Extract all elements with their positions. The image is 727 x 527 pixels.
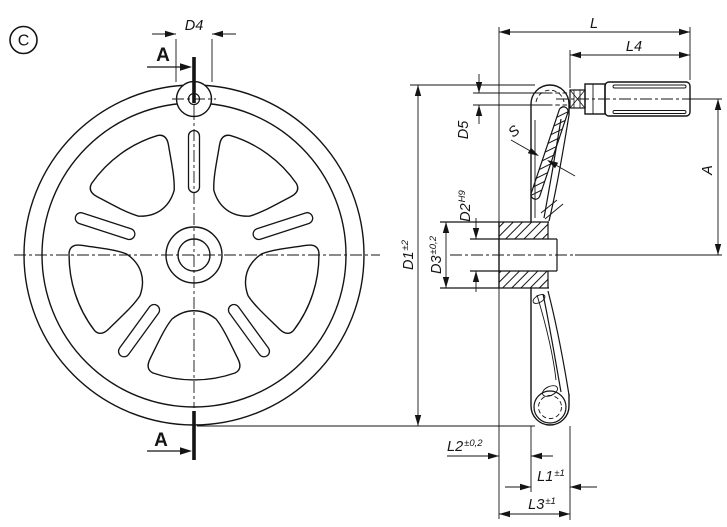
dim-l3: L3±1 [499, 496, 570, 518]
dim-l1: L1±1 [505, 468, 597, 491]
dim-d4: D4 [152, 18, 236, 82]
s-leader-right [556, 165, 576, 177]
extension-lines [197, 27, 722, 520]
cutout [89, 134, 175, 217]
d3-arrow-top [442, 222, 450, 233]
side-view-section [440, 84, 722, 426]
section-arrow-bottom-head [180, 447, 192, 455]
d2-arrow-top [472, 228, 480, 239]
web-curve-upper-outer [548, 114, 570, 222]
spoke-slot [117, 303, 161, 358]
l1-arrow-left [520, 483, 531, 491]
d2-arrow-bottom [472, 271, 480, 282]
wheel-cutouts [68, 134, 320, 381]
cutout [244, 244, 320, 334]
rib-end-oval-bottom [542, 385, 558, 397]
cutout [213, 134, 299, 217]
dim-label-s: S [506, 122, 524, 141]
a-arrow-top [714, 99, 722, 110]
l2-arrow-right [531, 452, 542, 460]
l4-arrow-left [570, 51, 581, 59]
front-view-handwheel [14, 80, 380, 426]
revolving-handle [548, 81, 702, 117]
rim-top-inner-dashed [535, 89, 565, 103]
rim-roll-circle [533, 390, 567, 424]
view-badge: C [9, 25, 38, 55]
hub-boss-circle [165, 226, 223, 284]
hub-bore-circle [177, 238, 211, 272]
dim-d5: D5 [456, 74, 483, 139]
l1-arrow-right [570, 483, 581, 491]
dim-a: A [700, 99, 722, 255]
spoke-slot [252, 212, 314, 241]
spoke-section-hatched [530, 106, 569, 200]
rim-top-arc [530, 84, 570, 105]
dim-label-l3: L3±1 [528, 496, 556, 513]
view-badge-circle [9, 25, 38, 55]
dim-d1: D1±2 [400, 85, 422, 426]
dim-d2: D2H9 [457, 189, 480, 292]
d3-arrow-bottom [442, 277, 450, 288]
s-arrow-left [527, 147, 539, 156]
hub-hatch-top [499, 222, 548, 239]
l3-arrow-right [559, 510, 570, 518]
l-arrow-right [679, 28, 690, 36]
l2-arrow-left [488, 452, 499, 460]
dim-l: L [499, 16, 690, 36]
view-badge-label: C [18, 33, 30, 50]
l3-arrow-left [499, 510, 510, 518]
hub-hatch-bottom [499, 271, 548, 288]
dim-l2: L2±0,2 [447, 438, 553, 460]
dim-label-d3: D3±0,2 [428, 235, 445, 274]
spoke-slot [227, 303, 271, 358]
dim-l4: L4 [570, 39, 690, 59]
a-arrow-bottom [714, 244, 722, 255]
l-arrow-left [499, 28, 510, 36]
dim-label-a: A [700, 165, 716, 176]
rim-bottom-arc [530, 405, 570, 426]
l4-arrow-right [679, 51, 690, 59]
d1-arrow-top [414, 85, 422, 96]
dim-label-d4: D4 [185, 18, 204, 34]
cutout [68, 244, 144, 334]
section-arrow-top-head [180, 63, 192, 71]
d4-arrow-left [165, 30, 176, 38]
spoke-slot [74, 212, 136, 241]
web-rib-curve-lower [536, 294, 557, 381]
s-arrow-right [547, 160, 559, 169]
spoke-slot [187, 129, 201, 194]
web-curve-lower-outer [547, 290, 570, 396]
d5-arrow-bottom [475, 105, 483, 116]
web-rib-line-2 [540, 199, 558, 214]
dim-label-d1: D1±2 [400, 239, 417, 270]
d1-arrow-bottom [414, 415, 422, 426]
d4-arrow-right [212, 30, 223, 38]
rim-roll-inner-dashed [538, 395, 562, 419]
dim-label-l1: L1±1 [537, 468, 565, 485]
spoke-slots [74, 129, 314, 358]
section-label-bottom: A [154, 430, 168, 451]
section-label-top: A [156, 45, 170, 66]
rib-end-oval-hub [532, 294, 546, 304]
grip-groove-top [612, 84, 687, 89]
dim-d3: D3±0,2 [428, 222, 450, 288]
d5-arrow-top [475, 82, 483, 93]
web-curve-lower-inner [542, 293, 562, 393]
section-plane-a-a: A A [147, 45, 196, 460]
s-leader-left [510, 139, 530, 151]
dim-label-l4: L4 [626, 39, 642, 55]
web-rib-line-1 [544, 203, 564, 220]
dim-label-l: L [590, 16, 598, 32]
dim-label-d2: D2H9 [457, 189, 474, 221]
grip-groove-bottom [612, 110, 687, 114]
dim-label-d5: D5 [456, 120, 472, 139]
dim-label-l2: L2±0,2 [447, 438, 483, 455]
